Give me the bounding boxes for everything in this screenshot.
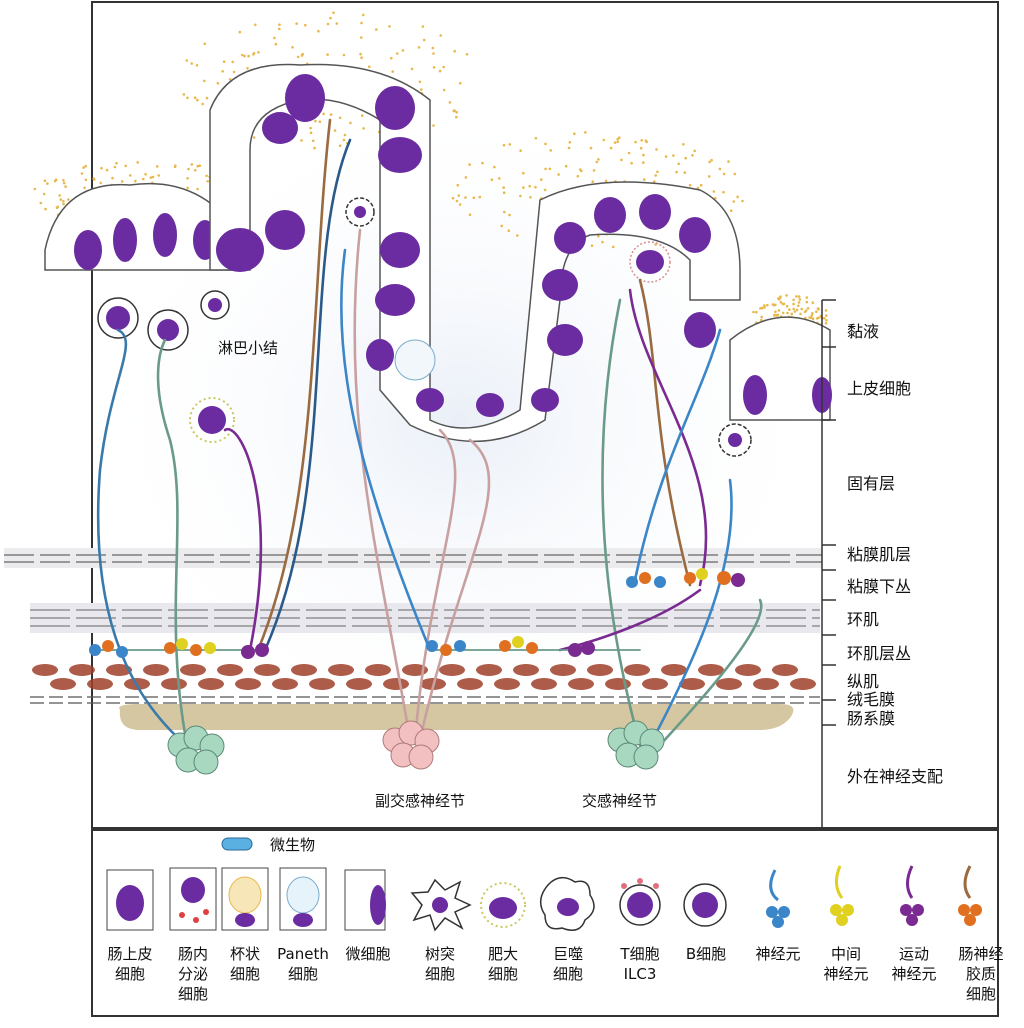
legend-label-motor-neuron: 运动神经元 xyxy=(891,945,937,983)
legend-label-macrophage: 巨噬细胞 xyxy=(552,945,583,983)
paneth-cell-icon xyxy=(279,867,327,931)
neuron-icon xyxy=(766,869,790,928)
label-microbe: 微生物 xyxy=(270,836,316,854)
legend-label-dendritic: 树突细胞 xyxy=(424,945,455,983)
macrophage-icon xyxy=(539,876,595,931)
serosa xyxy=(30,696,820,704)
circular-muscle xyxy=(30,603,820,633)
layer-label-serosa: 绒毛膜 xyxy=(847,690,896,709)
mesentery-band xyxy=(119,704,794,730)
lymph-nodule-cells xyxy=(97,197,752,457)
interneuron-icon xyxy=(830,865,854,926)
legend-label-goblet: 杯状细胞 xyxy=(229,945,260,983)
legend-label-enterocyte: 肠上皮细胞 xyxy=(107,945,153,983)
layer-label-extrinsic-innervation: 外在神经支配 xyxy=(847,767,944,786)
sympathetic-ganglion-right xyxy=(607,720,665,770)
longitudinal-muscle xyxy=(32,664,816,690)
villus-left xyxy=(44,182,241,271)
parasympathetic-ganglion xyxy=(382,720,440,770)
layer-label-longitudinal-muscle: 纵肌 xyxy=(847,672,880,691)
legend-label-enteroendocrine: 肠内分泌细胞 xyxy=(177,945,208,1003)
b-cell-icon xyxy=(683,883,727,927)
layer-label-circular-muscle: 环肌 xyxy=(847,610,880,629)
goblet-cell-icon xyxy=(221,867,269,931)
layer-label-submucosal-plexus: 粘膜下丛 xyxy=(847,577,912,596)
microfold-cell-icon xyxy=(344,869,386,931)
legend-frame xyxy=(91,829,999,1017)
crypt-center xyxy=(209,63,741,443)
mast-cell-icon xyxy=(480,882,526,928)
layer-label-myenteric-plexus: 环肌层丛 xyxy=(847,644,912,663)
microbe-icon xyxy=(221,837,253,851)
submucosal-plexus xyxy=(626,568,745,588)
myenteric-plexus-left xyxy=(89,638,269,659)
label-parasympathetic-ganglion: 副交感神经节 xyxy=(375,792,466,810)
muscularis-mucosae xyxy=(4,548,822,568)
layer-label-epithelium: 上皮细胞 xyxy=(847,379,912,398)
legend-label-neuron: 神经元 xyxy=(755,945,801,963)
enteric-glia-icon xyxy=(958,865,982,926)
label-sympathetic-ganglion: 交感神经节 xyxy=(582,792,658,810)
layer-label-mesentery: 肠系膜 xyxy=(847,709,896,728)
legend-label-mast: 肥大细胞 xyxy=(487,945,518,983)
label-lymph-nodule: 淋巴小结 xyxy=(218,339,279,357)
myenteric-plexus-center xyxy=(426,636,595,657)
dendritic-cell-icon xyxy=(410,878,472,932)
layer-label-mucus: 黏液 xyxy=(847,322,880,341)
motor-neuron-icon xyxy=(900,865,924,926)
legend-label-interneuron: 中间神经元 xyxy=(823,945,869,983)
layer-label-lamina-propria: 固有层 xyxy=(847,474,896,493)
sympathetic-ganglion-left xyxy=(167,725,225,775)
enterocyte-icon xyxy=(106,869,154,931)
villus-right xyxy=(729,316,832,421)
enteroendocrine-cell-icon xyxy=(169,867,217,931)
layer-label-muscularis-mucosae: 粘膜肌层 xyxy=(847,545,912,564)
legend-label-enteric-glia: 肠神经胶质细胞 xyxy=(958,945,1004,1003)
nerve-fibers xyxy=(89,118,763,762)
layer-scale-bracket xyxy=(821,299,836,828)
t-cell-ilc3-icon xyxy=(619,878,661,926)
legend-label-microfold: 微细胞 xyxy=(345,945,391,963)
legend-label-b-cell: B细胞 xyxy=(685,945,727,963)
